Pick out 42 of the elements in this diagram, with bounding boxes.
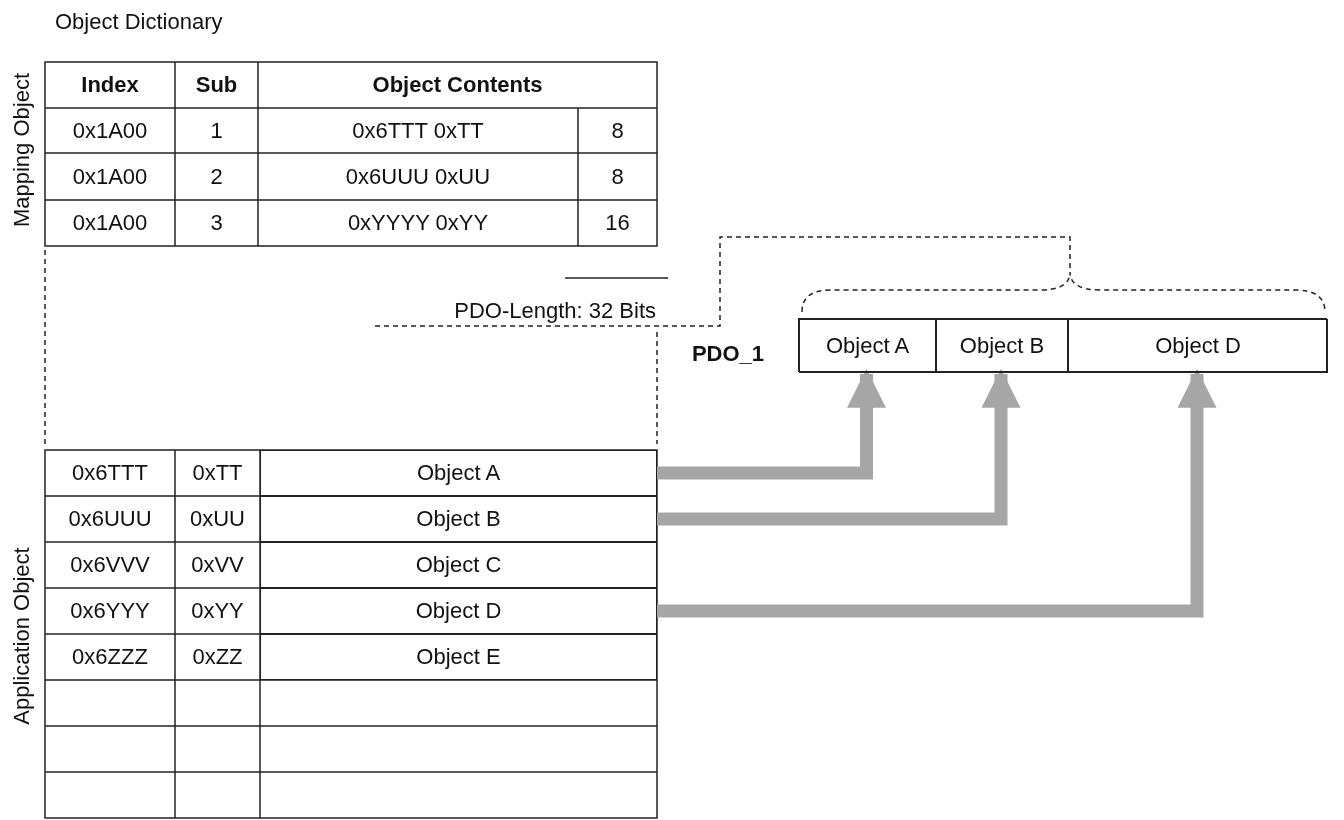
table-caption: Object Dictionary	[55, 8, 224, 36]
object-name: Object E	[260, 634, 657, 680]
column-header: Sub	[194, 71, 239, 99]
object-name: Object A	[260, 450, 657, 496]
index-value: 0x6UUU	[67, 505, 153, 533]
arrow	[657, 368, 886, 480]
column-header: Object Contents	[371, 71, 544, 99]
bit-length-value: 8	[610, 116, 625, 145]
object-name: Object D	[260, 588, 657, 634]
object-name: Object B	[260, 496, 657, 542]
column-header: Index	[80, 71, 140, 99]
index-value: 0x1A00	[71, 209, 149, 237]
pdo-segment: Object B	[936, 319, 1068, 373]
arrow	[657, 368, 1021, 526]
object-contents-value: 0x6UUU 0xUU	[344, 162, 492, 191]
object-contents-value: 0xYYYY 0xYY	[346, 209, 490, 237]
length-label: PDO-Length: 32 Bits	[453, 297, 656, 325]
bit-length-value: 16	[604, 209, 631, 237]
pdo-frame	[798, 318, 1327, 372]
index-value: 0x6ZZZ	[71, 643, 149, 671]
pdo-name: PDO_1	[690, 340, 766, 368]
object-contents-value: 0x6TTT 0xTT	[351, 116, 485, 145]
index-value: 0x1A00	[71, 116, 149, 145]
subindex-value: 0xTT	[191, 459, 244, 487]
section-label: Mapping Object	[8, 71, 35, 230]
pdo-segment: Object A	[799, 319, 936, 373]
subindex-value: 3	[209, 209, 224, 237]
index-value: 0x6YYY	[69, 597, 151, 625]
subindex-value: 0xVV	[190, 551, 245, 579]
subindex-value: 0xZZ	[191, 643, 244, 671]
arrow	[657, 368, 1217, 618]
section-label: Application Object	[8, 546, 35, 727]
pdo-segment: Object D	[1068, 319, 1328, 373]
subindex-value: 1	[209, 116, 224, 145]
object-name: Object C	[260, 542, 657, 588]
subindex-value: 0xYY	[190, 597, 245, 625]
index-value: 0x6VVV	[69, 551, 151, 579]
bit-length-value: 8	[610, 162, 625, 191]
subindex-value: 2	[209, 162, 224, 191]
subindex-value: 0xUU	[189, 505, 246, 533]
index-value: 0x6TTT	[71, 459, 149, 487]
index-value: 0x1A00	[71, 162, 149, 191]
